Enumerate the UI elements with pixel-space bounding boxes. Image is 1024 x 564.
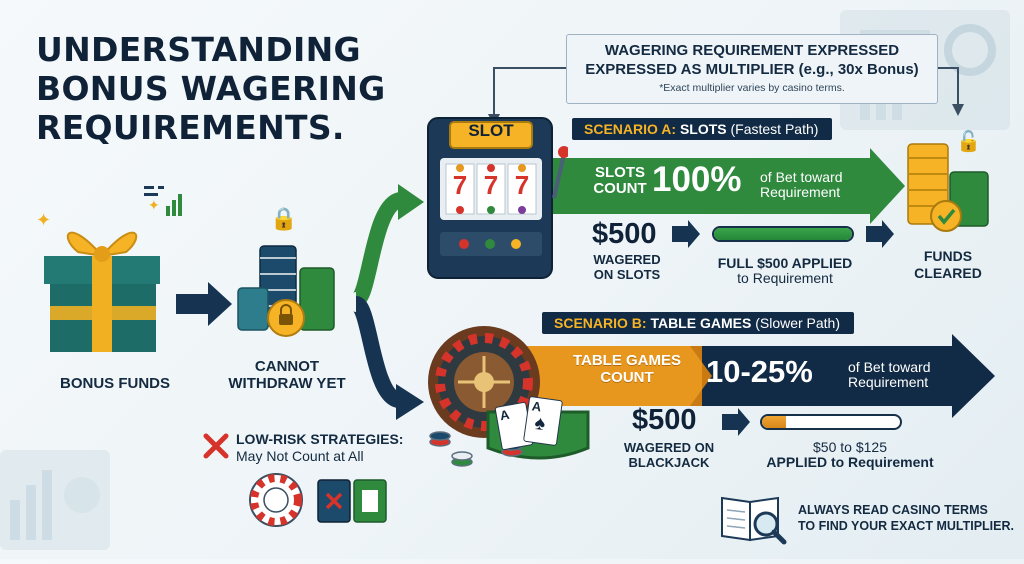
slots-applied-label: FULL $500 APPLIED to Requirement [690,256,880,286]
label-line: Requirement [848,374,929,390]
red-black-bet-icon [316,478,388,524]
label-line: BLACKJACK [628,455,710,470]
slot-sign-text: SLOT [468,121,514,140]
slot-reel: 7 [514,170,530,200]
locked-chips-icon: 🔒 [230,206,350,346]
gift-box-icon: ✦ ✦ [28,196,178,356]
label-line: FULL $500 APPLIED [717,255,853,271]
scenario-name: SLOTS [679,121,727,137]
scenario-b-arrow-navy [690,334,995,418]
slot-reel: 7 [483,170,499,200]
scenario-note: (Slower Path) [755,315,841,331]
label-line: SLOTS [594,164,645,181]
note-line: EXPRESSED AS MULTIPLIER (e.g., 30x Bonus… [585,61,919,78]
label-line: CLEARED [914,265,982,281]
label-line: LOW-RISK STRATEGIES: [236,431,404,447]
progress-fill [714,228,852,240]
note-line: WAGERING REQUIREMENT EXPRESSED [604,42,900,59]
page-title: UNDERSTANDING BONUS WAGERING REQUIREMENT… [36,30,396,147]
book-magnifier-icon [718,490,788,546]
label-line: WAGERED ON [623,440,715,455]
label-line: WITHDRAW YET [228,375,346,392]
table-of-bet-label: of Bet toward Requirement [848,360,931,390]
slots-percent: 100% [652,160,742,199]
label-line: TO FIND YOUR EXACT MULTIPLIER. [798,519,1014,533]
label-line: of Bet toward [760,169,843,185]
tip-text: ALWAYS READ CASINO TERMS TO FIND YOUR EX… [798,502,1014,534]
label-line: ALWAYS READ CASINO TERMS [798,503,988,517]
slots-amount: $500 [592,218,657,250]
scenario-note: (Fastest Path) [730,121,819,137]
table-games-percent: 10-25% [706,354,813,389]
label-line: TABLE GAMES [572,352,682,369]
cleared-chips-icon: 🔓 [900,126,1004,236]
label-line: FUNDS [923,248,973,264]
label-line: $50 to $125 [813,439,887,455]
blackjack-applied-label: $50 to $125 APPLIED to Requirement [740,440,960,470]
multiplier-note-box: WAGERING REQUIREMENT EXPRESSED EXPRESSED… [566,34,938,104]
label-line: May Not Count at All [236,448,364,464]
label-line: COUNT [593,180,647,197]
svg-text:🔒: 🔒 [270,206,297,231]
small-arrow [866,220,894,248]
card-rank: A [498,406,511,424]
slots-count-label: SLOTS COUNT [584,165,656,197]
bonus-funds-label: BONUS FUNDS [59,375,170,392]
spade-icon: ♠ [533,411,547,436]
arrow-to-table [352,296,402,408]
playing-card: A ♠ [522,395,564,447]
label-line: COUNT [600,369,654,386]
progress-fill [762,416,787,428]
scenario-a-header: SCENARIO A: SLOTS (Fastest Path) [572,118,833,140]
svg-text:✦: ✦ [36,210,51,230]
note-connector-right [938,67,959,108]
scenario-b-arrow-orange [500,346,702,406]
title-line: BONUS WAGERING [36,69,386,108]
low-risk-label: LOW-RISK STRATEGIES: May Not Count at Al… [236,431,403,465]
roulette-chip-icon [248,472,304,528]
slot-reel: 7 [452,170,468,200]
label-line: WAGERED [593,252,661,267]
label-line: CANNOT [254,358,320,375]
svg-text:✦: ✦ [148,197,160,213]
title-line: REQUIREMENTS. [36,108,345,147]
background-chart-panel [0,440,120,559]
blackjack-progress-bar [760,414,902,430]
scenario-b-header: SCENARIO B: TABLE GAMES (Slower Path) [542,312,855,334]
svg-text:🔓: 🔓 [956,129,981,153]
label-line: Requirement [760,184,841,200]
label-line: ON SLOTS [593,267,661,282]
blackjack-wagered-label: WAGERED ON BLACKJACK [614,440,724,470]
arrow-to-slots [352,192,404,308]
x-mark-icon [202,432,230,460]
arrow-gift-to-chips [176,282,232,326]
slots-wagered-label: WAGERED ON SLOTS [580,252,674,282]
label-line: to Requirement [737,270,833,286]
note-connector-left [493,67,566,118]
cannot-withdraw-label: CANNOT WITHDRAW YET [222,358,352,392]
blackjack-amount: $500 [632,404,697,436]
slots-progress-bar [712,226,854,242]
slots-of-bet-label: of Bet toward Requirement [760,170,843,200]
scenario-tag: SCENARIO B: [554,315,647,331]
bonus-chart-icon [140,180,190,220]
funds-cleared-label: FUNDS CLEARED [898,248,998,282]
label-line: of Bet toward [848,359,931,375]
note-footnote: *Exact multiplier varies by casino terms… [659,82,845,94]
scenario-a-arrow [548,148,905,224]
small-arrow [722,408,750,436]
label-line: APPLIED to Requirement [766,454,934,470]
scenario-tag: SCENARIO A: [584,121,677,137]
small-arrow [672,220,700,248]
scenario-name: TABLE GAMES [650,315,752,331]
slot-machine-icon [420,114,570,286]
table-games-count-label: TABLE GAMES COUNT [568,352,686,386]
title-line: UNDERSTANDING [36,30,361,69]
